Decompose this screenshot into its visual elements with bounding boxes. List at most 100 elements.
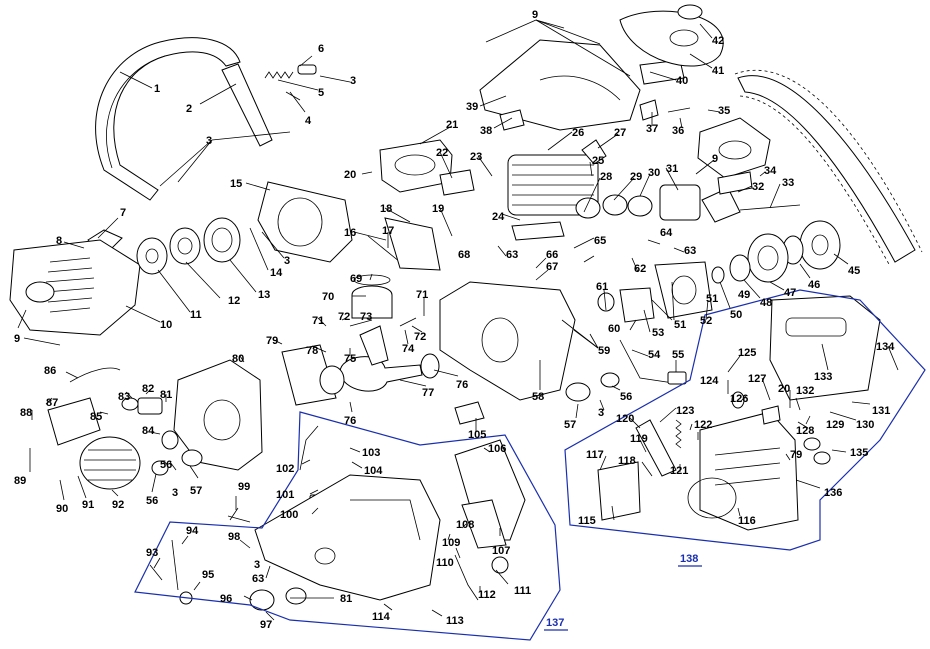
part-label: 103: [362, 447, 380, 459]
part-labels: 1 2 3 4 5 6 3 7 8 9 10 11 12 13 14 3 15 …: [14, 9, 895, 631]
ignition-coil: [47, 397, 101, 446]
part-label: 131: [872, 405, 890, 417]
part-label: 4: [305, 115, 312, 127]
part-label: 108: [456, 519, 474, 531]
part-label: 45: [848, 265, 860, 277]
part-label: 28: [600, 171, 612, 183]
part-label: 57: [564, 419, 576, 431]
part-label: 46: [808, 279, 820, 291]
carburetor: [659, 184, 701, 221]
part-label: 3: [254, 559, 260, 571]
part-label: 125: [738, 347, 756, 359]
part-label: 63: [684, 245, 696, 257]
part-label: 36: [672, 125, 684, 137]
gasket: [281, 344, 337, 406]
part-label: 21: [446, 119, 458, 131]
part-label: 40: [676, 75, 688, 87]
part-label: 30: [648, 167, 660, 179]
part-label: 130: [856, 419, 874, 431]
part-label: 118: [618, 455, 636, 467]
part-label: 89: [14, 475, 26, 487]
part-label: 76: [456, 379, 468, 391]
spark-plug: [581, 139, 607, 165]
part-label: 127: [748, 373, 766, 385]
sprocket-cover: [699, 411, 799, 531]
part-label: 75: [344, 353, 356, 365]
part-label: 109: [442, 537, 460, 549]
part-label: 11: [190, 309, 202, 321]
pulley: [169, 227, 201, 265]
part-label: 3: [172, 487, 178, 499]
top-cover: [479, 39, 641, 131]
part-label: 23: [470, 151, 482, 163]
part-label: 59: [598, 345, 610, 357]
part-label: 115: [578, 515, 596, 527]
clutch: [799, 220, 841, 270]
part-label: 78: [306, 345, 318, 357]
part-label: 39: [466, 101, 478, 113]
part-label: 37: [646, 123, 658, 135]
part-label: 64: [660, 227, 673, 239]
part-label: 63: [506, 249, 518, 261]
spring: [264, 71, 294, 79]
part-label: 136: [824, 487, 842, 499]
part-label: 128: [796, 425, 814, 437]
part-label: 10: [160, 319, 172, 331]
part-label: 85: [90, 411, 102, 423]
part-label: 57: [190, 485, 202, 497]
part-label: 86: [44, 365, 56, 377]
fuel-cap: [285, 587, 307, 605]
part-label: 81: [340, 593, 352, 605]
part-label: 9: [712, 153, 718, 165]
part-label: 105: [468, 429, 486, 441]
part-label: 113: [446, 615, 464, 627]
group-label-137: 137: [546, 617, 564, 629]
part-label: 67: [546, 261, 558, 273]
part-label: 56: [146, 495, 158, 507]
part-label: 3: [284, 255, 290, 267]
tank-cap-cover: [619, 10, 724, 67]
part-label: 80: [232, 353, 244, 365]
crankcase: [439, 281, 576, 401]
part-label: 82: [142, 383, 154, 395]
part-label: 51: [706, 293, 718, 305]
part-label: 71: [312, 315, 324, 327]
part-label: 87: [46, 397, 58, 409]
part-label: 31: [666, 163, 678, 175]
part-label: 55: [672, 349, 684, 361]
air-filter: [697, 117, 771, 179]
starter-cover: [9, 239, 141, 336]
part-label: 3: [350, 75, 356, 87]
part-label: 97: [260, 619, 272, 631]
part-label: 69: [350, 273, 362, 285]
part-label: 134: [876, 341, 895, 353]
part-label: 20: [344, 169, 356, 181]
part-label: 48: [760, 297, 772, 309]
part-label: 96: [220, 593, 232, 605]
cylinder-gasket: [511, 221, 565, 241]
part-label: 101: [276, 489, 294, 501]
part-label: 126: [730, 393, 748, 405]
part-label: 16: [344, 227, 356, 239]
part-label: 58: [532, 391, 544, 403]
part-label: 107: [492, 545, 510, 557]
part-label: 53: [652, 327, 664, 339]
part-label: 25: [592, 155, 604, 167]
part-label: 66: [546, 249, 558, 261]
part-label: 91: [82, 499, 94, 511]
part-label: 106: [488, 443, 506, 455]
part-label: 15: [230, 178, 242, 190]
fuel-tank-housing: [254, 474, 441, 601]
part-label: 120: [616, 413, 634, 425]
part-label: 49: [738, 289, 750, 301]
part-label: 95: [202, 569, 214, 581]
part-label: 65: [594, 235, 606, 247]
oil-cap: [249, 589, 275, 611]
part-label: 123: [676, 405, 694, 417]
part-label: 6: [318, 43, 324, 55]
part-label: 114: [372, 611, 391, 623]
part-label: 71: [416, 289, 428, 301]
part-label: 61: [596, 281, 608, 293]
part-label: 42: [712, 35, 724, 47]
